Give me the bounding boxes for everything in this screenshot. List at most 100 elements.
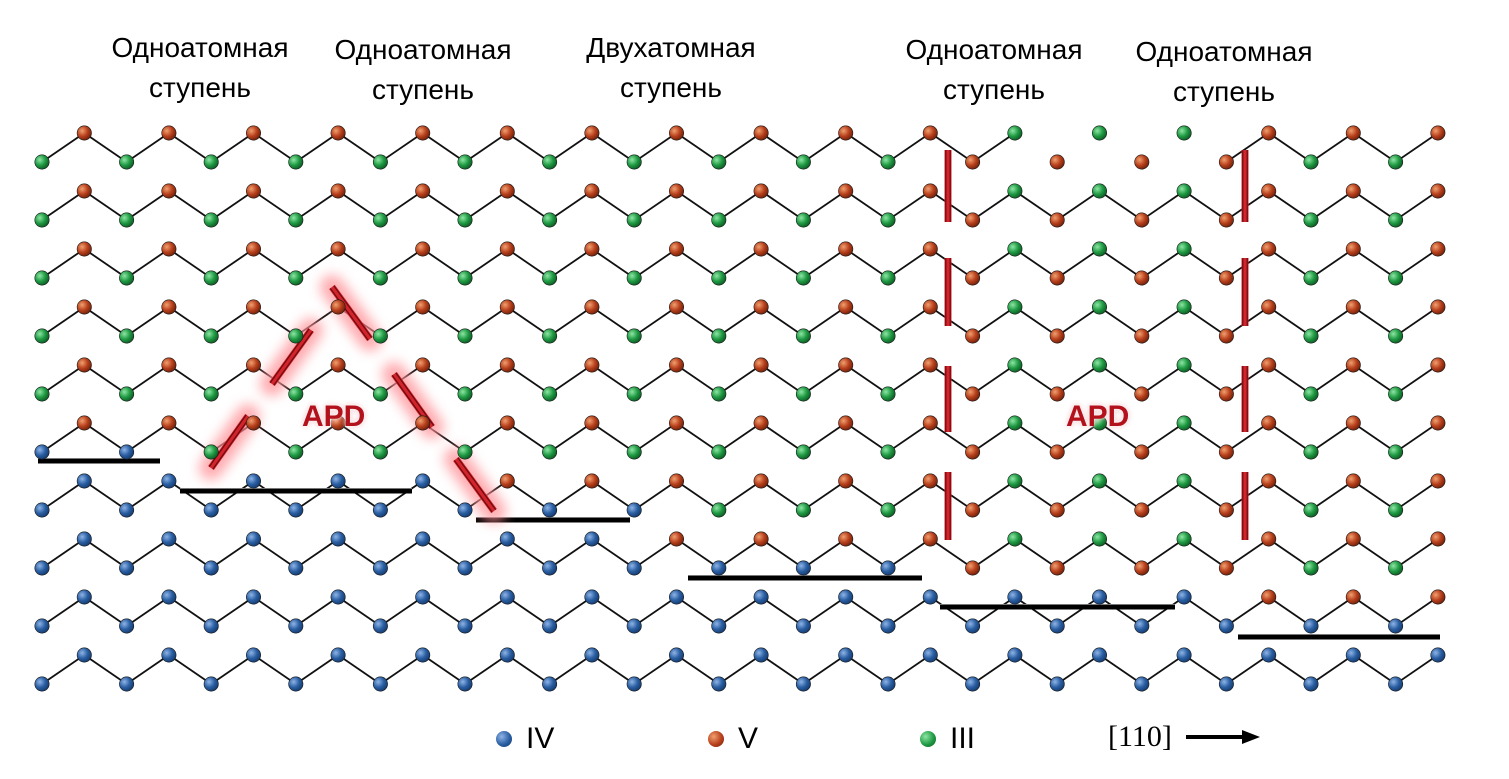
atom-group-iv (838, 589, 854, 605)
atom-group-v (499, 473, 515, 489)
atom-group-iv (1007, 647, 1023, 663)
bond (168, 422, 212, 453)
atom-group-v (161, 299, 177, 315)
atom-group-iv (1176, 589, 1192, 605)
atom-group-iv (246, 647, 262, 663)
atom-group-v (753, 241, 769, 257)
bond (379, 190, 424, 221)
bond (845, 654, 889, 685)
atom-group-iii (203, 212, 219, 228)
bond (1056, 422, 1101, 453)
bond (1310, 596, 1354, 627)
atom-group-iv (1345, 647, 1361, 663)
atom-group-v (1345, 473, 1361, 489)
atom-group-v (753, 473, 769, 489)
atom-group-iii (711, 444, 727, 460)
atom-group-iv (34, 618, 50, 634)
bond (591, 132, 635, 163)
bond (718, 596, 762, 627)
bond (1141, 480, 1185, 511)
legend-item-v: V (708, 722, 758, 756)
bond (295, 538, 339, 569)
bond (1310, 422, 1354, 453)
atom-group-iv (542, 502, 558, 518)
bond (464, 422, 508, 453)
atom-group-iii (1176, 415, 1192, 431)
bond (591, 596, 635, 627)
bond (887, 306, 931, 337)
atom-group-iii (626, 270, 642, 286)
bond (1183, 596, 1227, 627)
atom-group-iv (711, 560, 727, 576)
atom-group-iii (203, 444, 219, 460)
bond (1310, 538, 1354, 569)
atom-group-v (838, 299, 854, 315)
atom-group-v (1345, 241, 1361, 257)
bond (760, 538, 804, 569)
bond (972, 654, 1016, 685)
atom-group-v (76, 183, 92, 199)
bond (41, 422, 85, 453)
bond (633, 248, 678, 279)
atom-group-v (1430, 357, 1446, 373)
atom-group-iii (1303, 502, 1319, 518)
atom-group-v (499, 299, 515, 315)
bond (1268, 654, 1312, 685)
atom-group-v (1218, 560, 1234, 576)
bond (1141, 596, 1185, 627)
atom-group-v (922, 473, 938, 489)
atom-group-iii (542, 386, 558, 402)
atom-group-v (668, 125, 684, 141)
bond (506, 132, 551, 163)
bond (168, 654, 212, 685)
bond (1056, 306, 1101, 337)
atom-group-iv (34, 444, 50, 460)
atom-group-iii (542, 444, 558, 460)
bond (929, 596, 974, 627)
bond (252, 654, 297, 685)
bond (845, 422, 889, 453)
atom-group-v (965, 328, 981, 344)
bond (337, 248, 381, 279)
atom-group-v (1134, 270, 1150, 286)
atom-group-v (246, 241, 262, 257)
apd-boundary-edge (333, 285, 373, 339)
atom-group-iii (1007, 473, 1023, 489)
atom-group-v (753, 415, 769, 431)
atom-group-iii (795, 212, 811, 228)
atom-group-v (922, 415, 938, 431)
atom-group-iii (1303, 212, 1319, 228)
bond (210, 190, 255, 221)
bond (126, 190, 170, 221)
bond (845, 306, 889, 337)
atom-group-iii (1388, 502, 1404, 518)
bond (972, 538, 1016, 569)
atom-group-iii (1092, 357, 1108, 373)
atom-group-iii (542, 212, 558, 228)
bond (422, 538, 466, 569)
bond (210, 248, 255, 279)
bond (549, 248, 593, 279)
bond (506, 422, 551, 453)
atom-group-iv (34, 502, 50, 518)
bond (1098, 538, 1143, 569)
legend-item-iv: IV (496, 722, 554, 756)
bond (1183, 480, 1227, 511)
bond (252, 480, 297, 511)
atom-group-v (1345, 415, 1361, 431)
atom-group-v (1134, 560, 1150, 576)
apd-boundary-edge (453, 459, 493, 513)
atom-group-v (1218, 444, 1234, 460)
bond (295, 248, 339, 279)
bond (41, 132, 85, 163)
atom-group-iv (76, 473, 92, 489)
atom-group-v (838, 183, 854, 199)
bond (422, 132, 466, 163)
atom-group-iii (457, 444, 473, 460)
bond (760, 480, 804, 511)
atom-group-v (584, 473, 600, 489)
atom-group-v (499, 357, 515, 373)
atom-group-iv (119, 560, 135, 576)
atom-group-v (838, 473, 854, 489)
